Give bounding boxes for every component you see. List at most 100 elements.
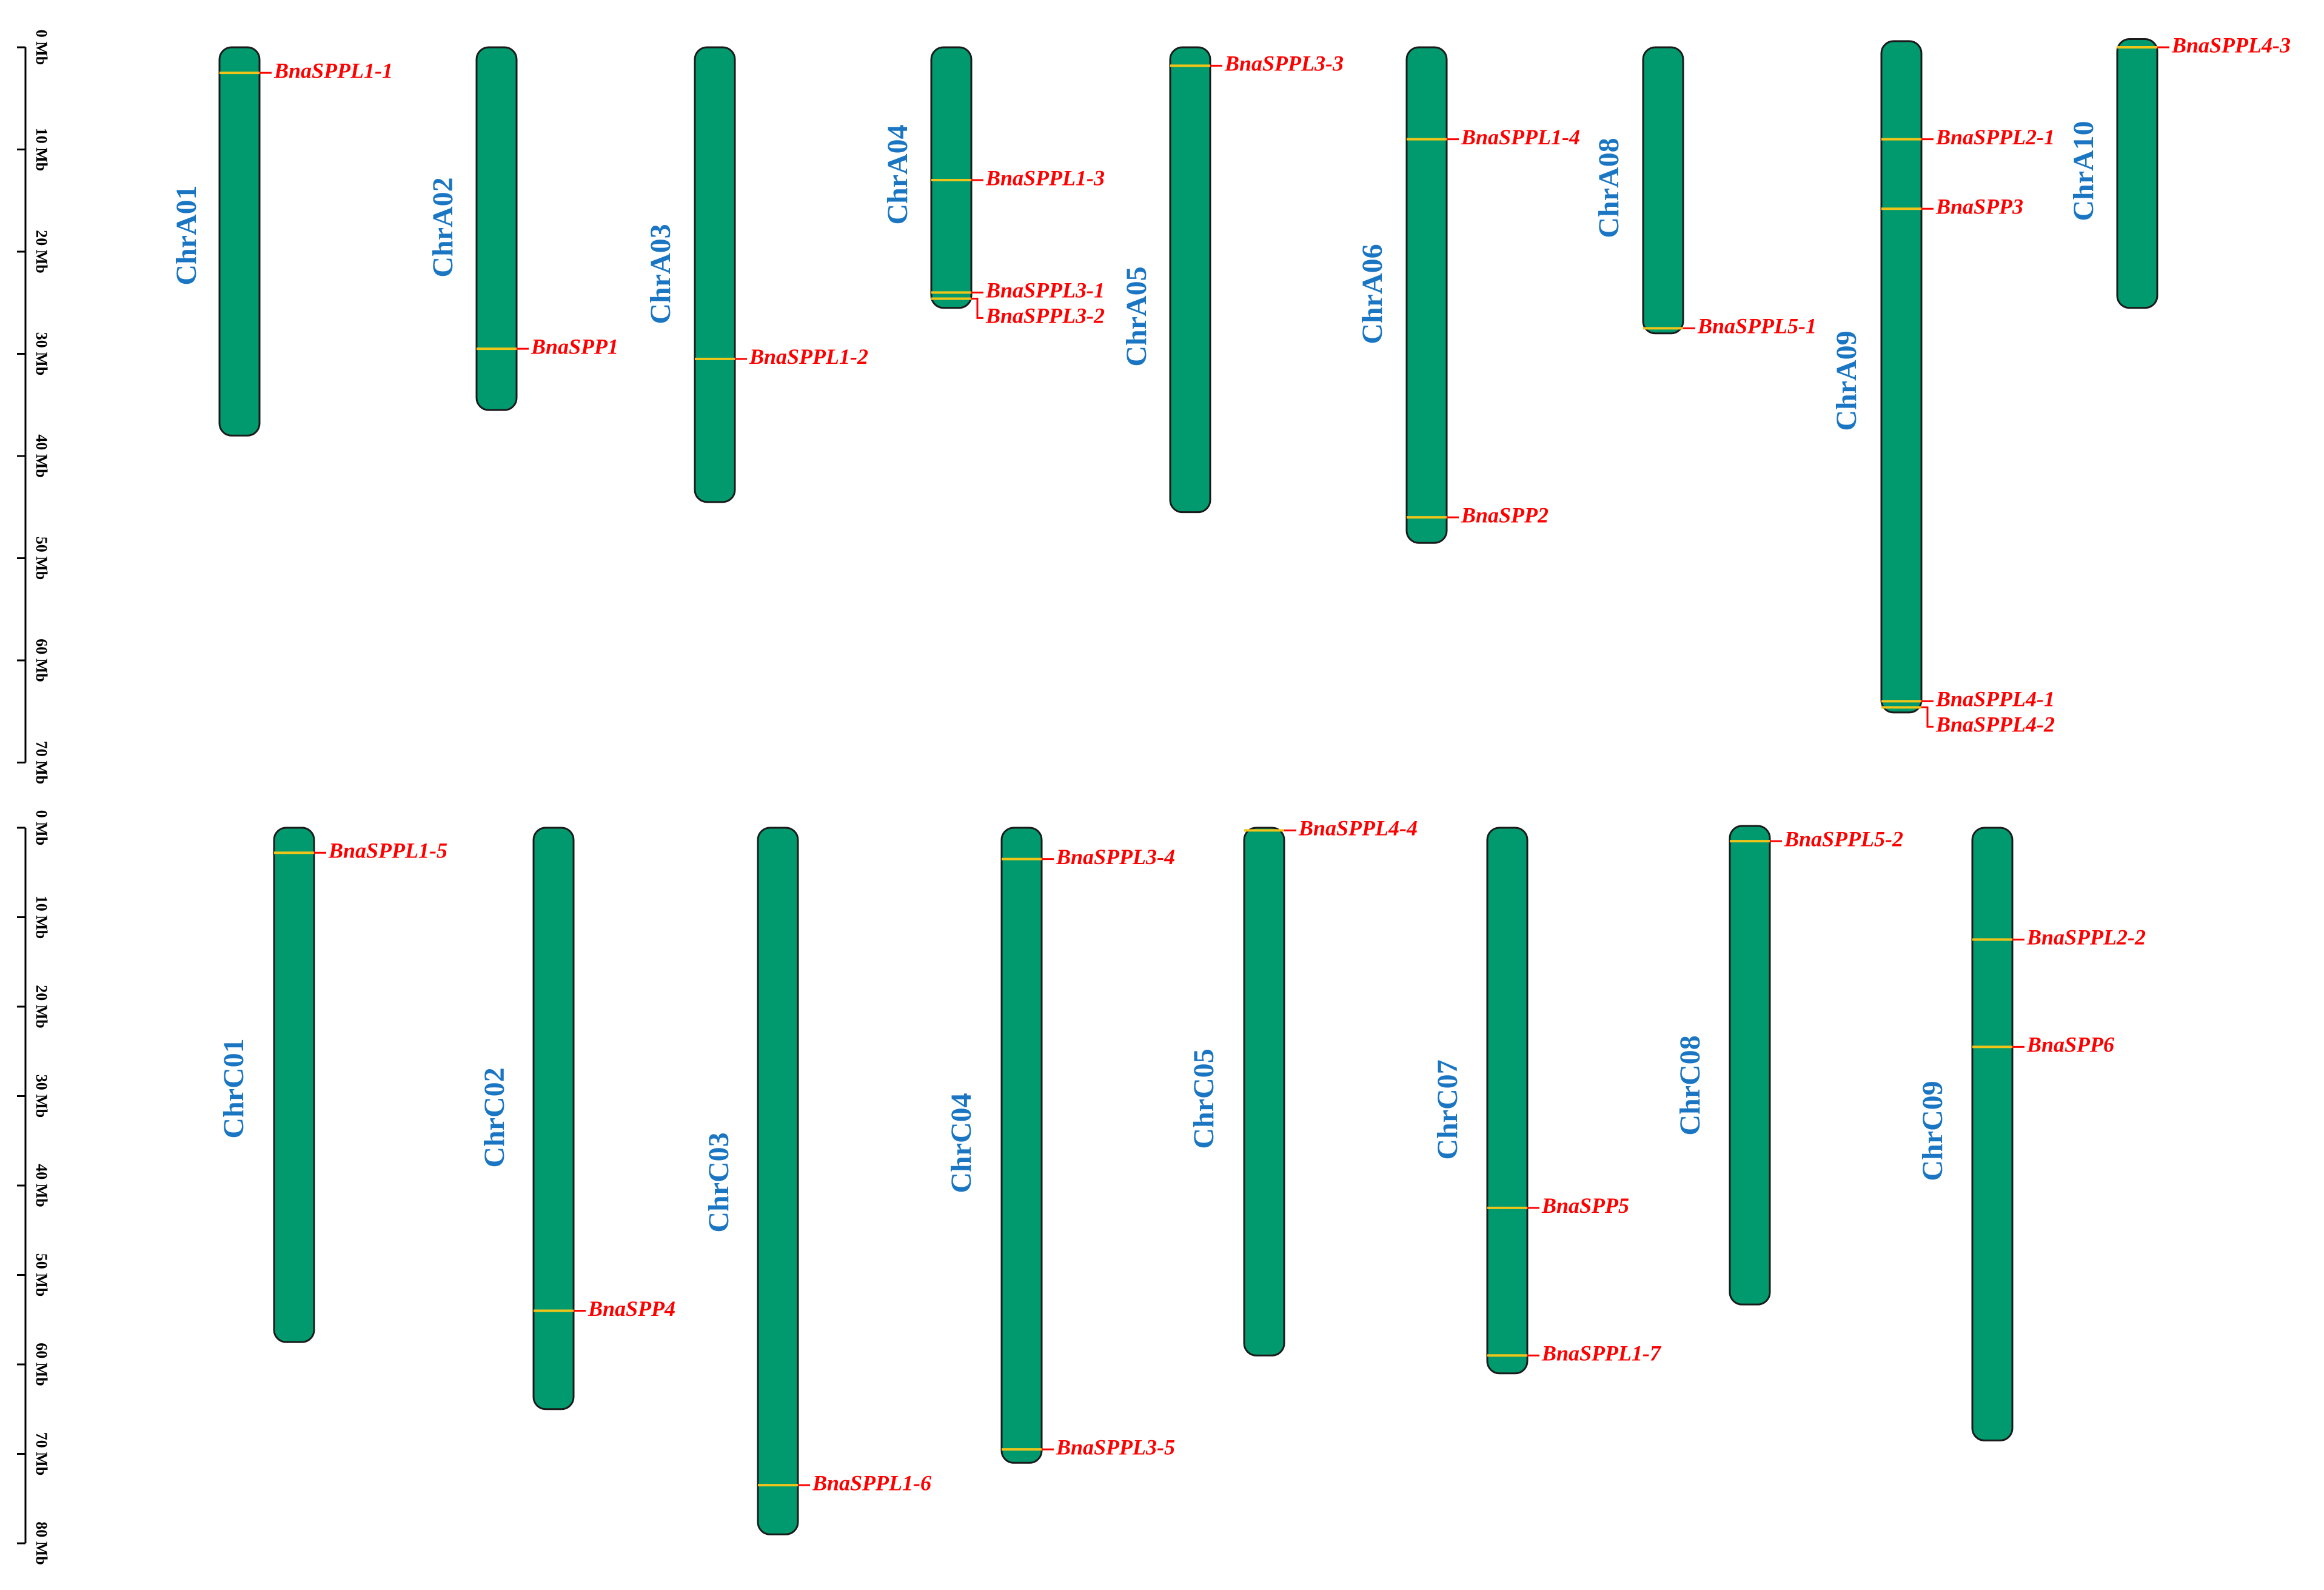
chromosome-bar	[273, 827, 315, 1343]
gene-label: BnaSPPL1-7	[1541, 1341, 1662, 1366]
axis-tick-label: 80 Mb	[33, 1521, 50, 1565]
chromosome-label: ChrA05	[1120, 266, 1153, 366]
chromosome-chra09: ChrA09 BnaSPPL2-1BnaSPP3BnaSPPL4-1BnaSPPL…	[1830, 40, 2055, 737]
top-axis: 0 Mb 10 Mb 20 Mb 30 Mb 40 Mb 50 Mb 60 Mb 70 Mb	[17, 30, 50, 785]
gene-label: BnaSPP5	[1541, 1193, 1629, 1218]
gene-label: BnaSPPL1-5	[328, 839, 447, 863]
axis-tick-label: 50 Mb	[33, 1253, 50, 1297]
gene-label: BnaSPPL5-1	[1697, 314, 1817, 338]
chromosome-chra05: ChrA05 BnaSPPL3-3	[1120, 46, 1344, 514]
chromosome-bar	[2116, 38, 2158, 309]
chromosome-bar	[930, 46, 973, 309]
axis-tick-label: 60 Mb	[33, 1343, 50, 1386]
axis-tick-label: 70 Mb	[33, 741, 50, 785]
chromosome-label: ChrC01	[218, 1038, 250, 1138]
chromosome-label: ChrA03	[645, 224, 677, 324]
chromosome-bar	[1729, 825, 1771, 1306]
gene-label: BnaSPPL3-2	[985, 304, 1105, 328]
gene-label: BnaSPPL1-6	[812, 1471, 931, 1495]
chromosome-label: ChrA09	[1830, 330, 1863, 431]
gene-label: BnaSPPL4-2	[1935, 713, 2055, 737]
gene-label: BnaSPPL1-4	[1461, 125, 1580, 149]
chromosome-label: ChrA02	[427, 177, 459, 277]
gene-label: BnaSPP4	[588, 1296, 675, 1321]
gene-label: BnaSPP6	[2026, 1033, 2114, 1057]
chromosome-label: ChrC04	[945, 1093, 977, 1193]
bottom-axis: 0 Mb 10 Mb 20 Mb 30 Mb 40 Mb 50 Mb 60 Mb 70 Mb 8…	[17, 810, 50, 1565]
chromosome-bar	[1405, 46, 1448, 544]
chromosome-chra10: ChrA10 BnaSPPL4-3	[2068, 33, 2291, 309]
axis-tick-label: 20 Mb	[33, 985, 50, 1028]
chromosome-chra01: ChrA01 BnaSPPL1-1	[170, 46, 393, 437]
chromosome-bar	[1169, 46, 1211, 514]
chromosome-label: ChrC09	[1917, 1081, 1949, 1181]
gene-connector	[1921, 706, 1934, 728]
gene-label: BnaSPPL1-1	[273, 58, 393, 82]
chromosomes: ChrA01BnaSPPL1-1ChrA02BnaSPP1ChrA03BnaSP…	[170, 33, 2291, 1535]
chromosome-label: ChrA08	[1593, 138, 1625, 238]
gene-label: BnaSPPL1-2	[749, 344, 868, 369]
gene-label: BnaSPP3	[1935, 194, 2023, 218]
gene-label: BnaSPPL3-3	[1224, 52, 1344, 76]
axis-tick-label: 10 Mb	[33, 896, 50, 939]
chromosome-label: ChrC03	[703, 1132, 735, 1232]
gene-label: BnaSPP2	[1461, 503, 1549, 527]
gene-connector	[971, 298, 983, 319]
axis-tick-label: 50 Mb	[33, 537, 50, 580]
axis-tick-label: 0 Mb	[33, 810, 50, 846]
chromosome-bar	[1486, 827, 1529, 1375]
chromosome-bar	[757, 827, 799, 1535]
axis-tick-label: 30 Mb	[33, 332, 50, 376]
gene-label: BnaSPPL2-2	[2026, 925, 2146, 950]
gene-label: BnaSPPL1-3	[985, 166, 1105, 190]
axis-tick-label: 70 Mb	[33, 1432, 50, 1476]
chromosome-bar	[1971, 827, 2014, 1441]
axis-tick-label: 40 Mb	[33, 434, 50, 478]
chromosome-bar	[1642, 46, 1684, 335]
chromosome-label: ChrA01	[170, 185, 203, 285]
gene-label: BnaSPPL2-1	[1935, 125, 2055, 149]
axis-tick-label: 40 Mb	[33, 1164, 50, 1207]
axis-tick-label: 60 Mb	[33, 639, 50, 682]
chromosome-label: ChrC02	[478, 1067, 511, 1167]
gene-label: BnaSPPL5-2	[1784, 827, 1903, 851]
axis-tick-label: 30 Mb	[33, 1075, 50, 1118]
chromosome-label: ChrA04	[882, 124, 914, 224]
chromosome-label: ChrA06	[1356, 244, 1388, 344]
chromosome-label: ChrC07	[1432, 1059, 1464, 1159]
chromosome-bar	[1880, 40, 1923, 714]
gene-label: BnaSPPL4-4	[1298, 816, 1418, 840]
chromosome-bar	[532, 827, 575, 1411]
chromosome-label: ChrA10	[2068, 121, 2100, 221]
chromosome-bar	[1243, 827, 1285, 1357]
chromosome-label: ChrC05	[1188, 1048, 1220, 1149]
gene-label: BnaSPPL4-3	[2171, 33, 2291, 57]
chromosome-bar	[1000, 827, 1043, 1464]
axis-tick-label: 20 Mb	[33, 230, 50, 273]
chromosome-chrc08: ChrC08 BnaSPPL5-2	[1674, 825, 1903, 1306]
gene-label: BnaSPPL4-1	[1935, 687, 2055, 711]
chromosome-chrc05: ChrC05 BnaSPPL4-4	[1188, 816, 1418, 1357]
gene-label: BnaSPPL3-5	[1056, 1435, 1175, 1459]
chromosome-label: ChrC08	[1674, 1035, 1706, 1135]
axis-tick-label: 0 Mb	[33, 30, 50, 65]
chromosome-bar	[694, 46, 736, 503]
chromosome-bar	[475, 46, 518, 411]
axis-tick-label: 10 Mb	[33, 128, 50, 172]
gene-label: BnaSPPL3-1	[985, 278, 1105, 303]
gene-label: BnaSPP1	[531, 334, 618, 358]
chromosome-chrc01: ChrC01 BnaSPPL1-5	[218, 827, 447, 1343]
gene-label: BnaSPPL3-4	[1056, 845, 1175, 869]
